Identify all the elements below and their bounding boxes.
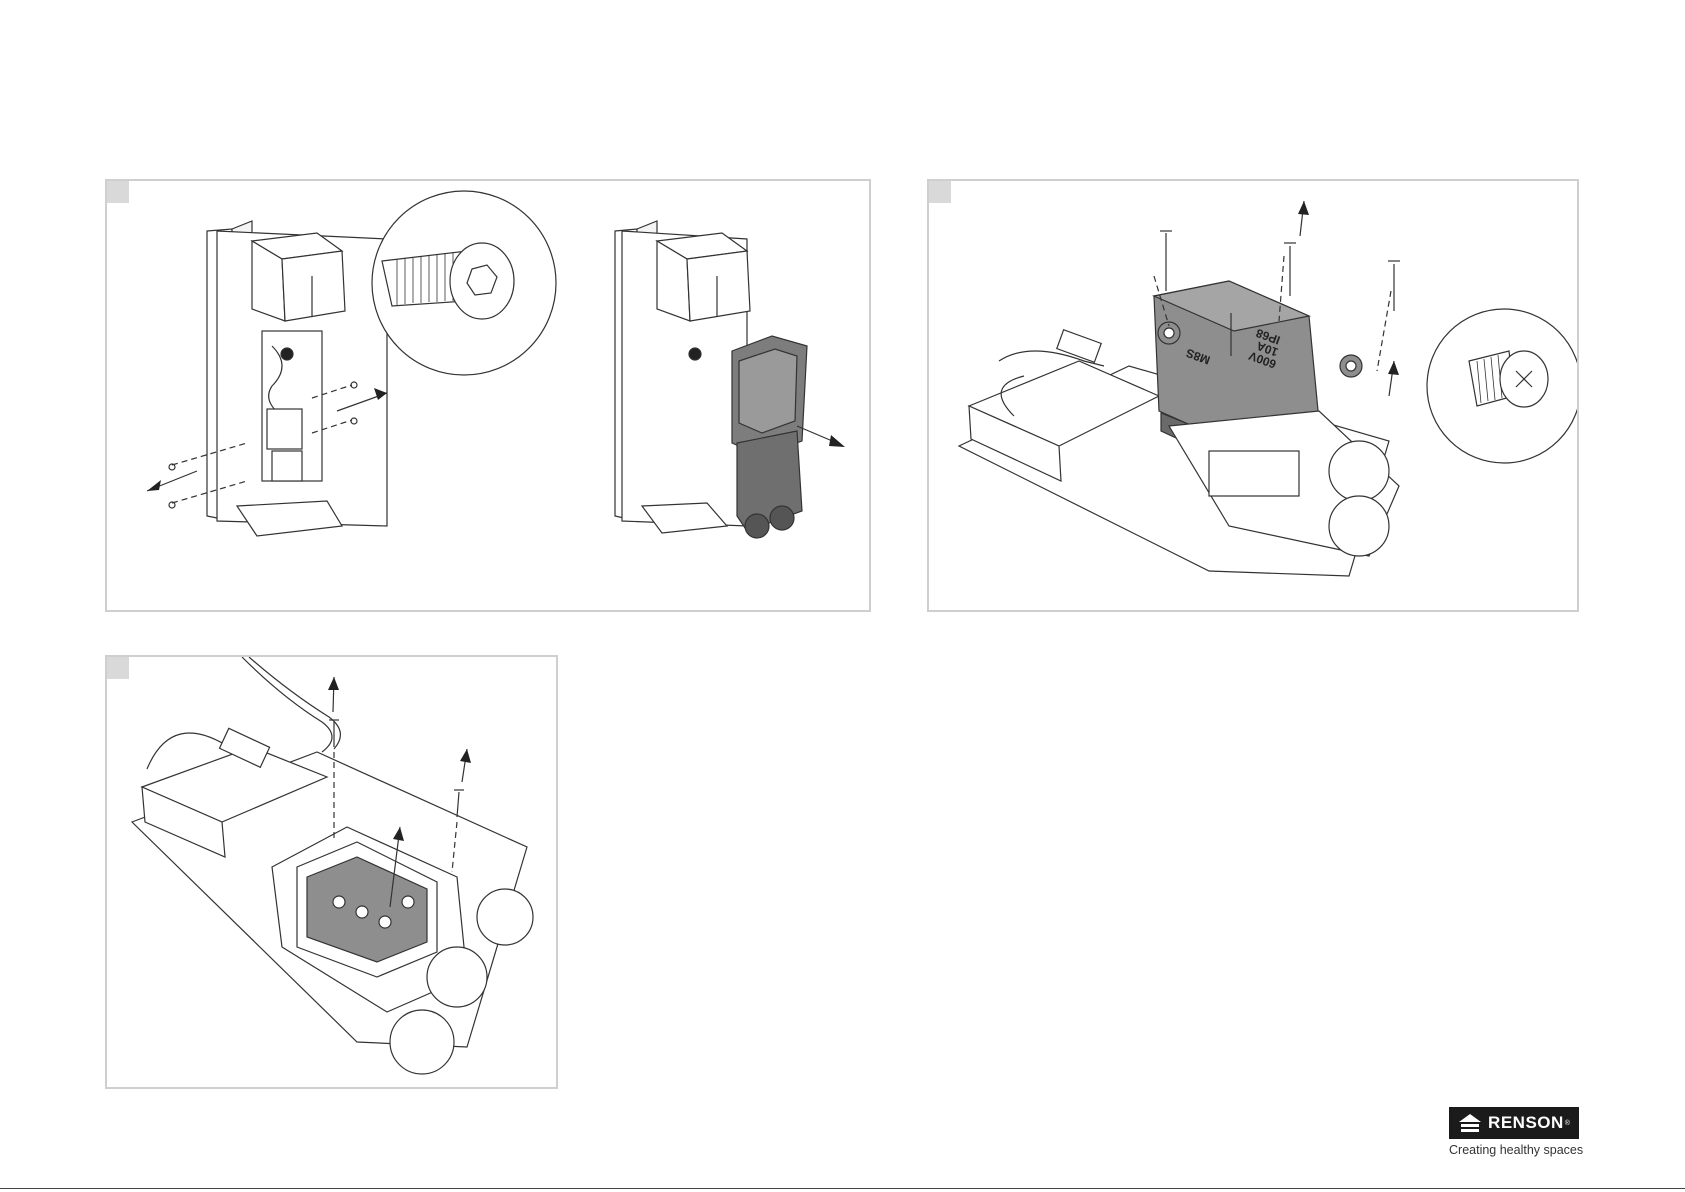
step-3-panel: [105, 655, 558, 1089]
step-2-illustration: M8S 600V 10A IP68: [929, 181, 1579, 612]
brand-registered-mark: ®: [1565, 1120, 1570, 1127]
renson-house-icon: [1458, 1113, 1482, 1133]
renson-logo: RENSON®: [1449, 1107, 1579, 1139]
step-3-illustration: [107, 657, 558, 1089]
step-1-illustration: [107, 181, 871, 612]
brand-name: RENSON: [1488, 1113, 1564, 1133]
brand-tagline: Creating healthy spaces: [1449, 1143, 1581, 1157]
step-1-panel: [105, 179, 871, 612]
bottom-rule: [0, 1188, 1685, 1189]
step-2-panel: M8S 600V 10A IP68: [927, 179, 1579, 612]
